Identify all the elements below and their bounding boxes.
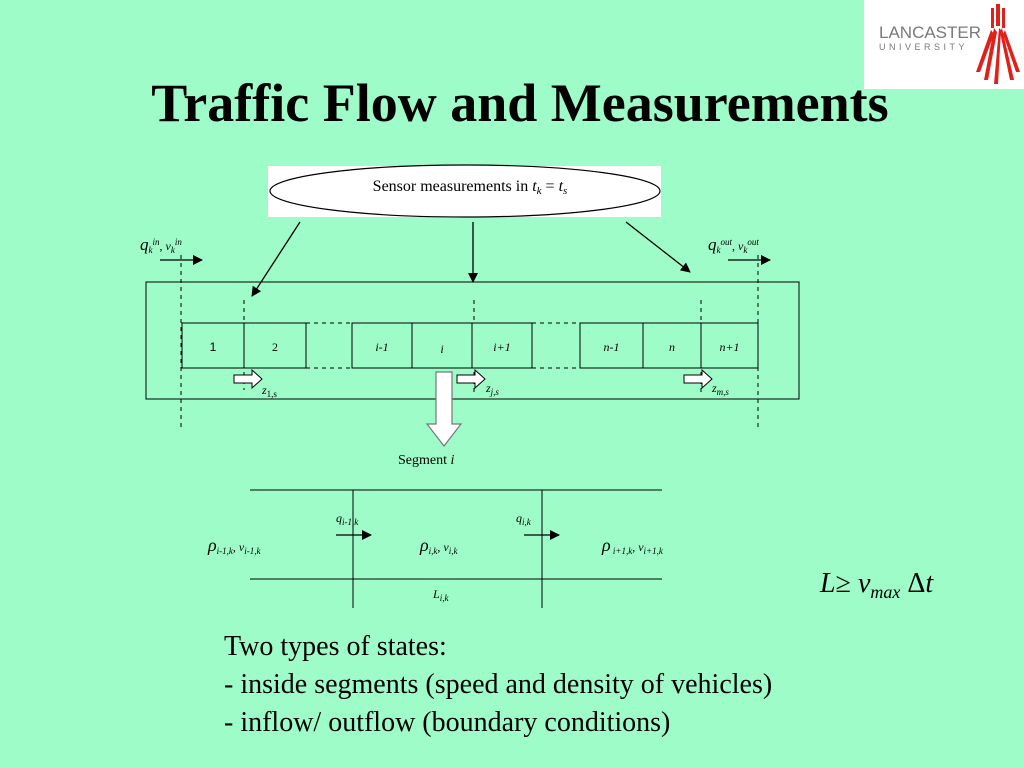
cells-middle <box>351 322 533 369</box>
state-label-left: ρi-1,k, vi-1,k <box>208 535 261 556</box>
cell-label-i-plus-1: i+1 <box>493 340 511 354</box>
sensor-label: Sensor measurements in tk = ts <box>372 178 568 197</box>
cell-label-i: i <box>440 342 444 356</box>
sensor-arrow-m-icon <box>683 368 713 390</box>
logo-line1: LANCASTER <box>879 23 981 42</box>
logo-mark-icon <box>976 4 1020 84</box>
inflow-label: qkin, vkin <box>140 235 182 255</box>
text-line-3: - inflow/ outflow (boundary conditions) <box>224 707 671 738</box>
road-outline <box>145 281 800 400</box>
university-logo: LANCASTER UNIVERSITY <box>864 0 1024 89</box>
cell-label-n-plus-1: n+1 <box>719 340 740 354</box>
segment-length-label: Li,k <box>433 587 449 603</box>
cells-end <box>579 322 759 369</box>
cell-label-n: n <box>669 340 675 354</box>
segment-label: Segment i <box>398 453 455 468</box>
cell-label-i-minus-1: i-1 <box>375 340 389 354</box>
state-description: Two types of states: - inside segments (… <box>224 628 772 742</box>
logo-graphic: LANCASTER UNIVERSITY <box>879 4 1020 84</box>
cell-label-n-minus-1: n-1 <box>603 340 620 354</box>
sensor-arrow-left <box>251 221 301 297</box>
logo-line2: UNIVERSITY <box>879 42 968 52</box>
outflow-label: qkout, vkout <box>708 235 759 255</box>
segment-zoom-arrow-icon <box>425 371 463 447</box>
state-label-middle: ρi,k, vi,k <box>420 535 458 556</box>
cell-label-2: 2 <box>272 340 278 354</box>
cell-label-1: 1 <box>209 340 217 354</box>
text-line-2: - inside segments (speed and density of … <box>224 669 773 700</box>
sensor-arrow-1-icon <box>233 368 263 390</box>
state-label-right: ρ i+1,k, vi+1,k <box>602 535 663 556</box>
slide-title: Traffic Flow and Measurements <box>151 73 889 133</box>
sensor-label-j: zj,s <box>486 381 499 397</box>
flow-label-right: qi,k <box>516 511 531 527</box>
flow-label-left: qi-1,k <box>336 511 359 527</box>
sensor-label-1: z1,s <box>262 383 277 399</box>
sensor-arrow-right <box>625 221 691 273</box>
sensor-ellipse <box>269 164 661 218</box>
text-line-1: Two types of states: <box>224 631 447 662</box>
condition-formula: L≥ vmax Δt <box>820 568 934 602</box>
sensor-arrow-j-icon <box>456 368 486 390</box>
sensor-label-m: zm,s <box>712 381 729 397</box>
